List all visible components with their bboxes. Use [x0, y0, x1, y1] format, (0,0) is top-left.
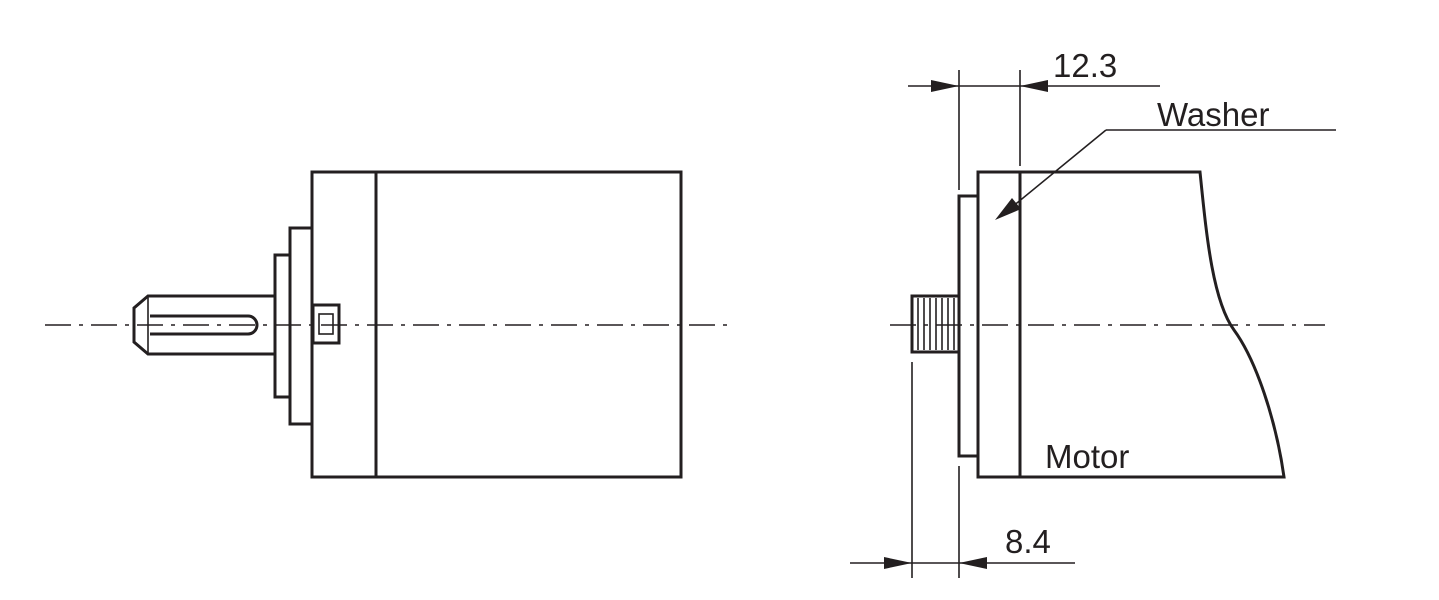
- right-pinion: [910, 294, 961, 354]
- washer-leader-arrow: [995, 198, 1021, 220]
- motor-label: Motor: [1045, 438, 1129, 475]
- left-view: [45, 170, 732, 479]
- bottom-dimension-label: 8.4: [1005, 523, 1051, 560]
- washer-leader-diagonal: [1011, 129, 1107, 208]
- bottom-dimension-arrow-right: [959, 557, 987, 569]
- right-flange-plate: [957, 194, 980, 458]
- washer-label: Washer: [1157, 96, 1269, 133]
- left-flange-outer: [288, 226, 314, 426]
- left-flange-inner: [273, 253, 292, 399]
- left-shaft-keyway: [150, 314, 259, 336]
- bottom-dimension-arrow-left: [884, 557, 912, 569]
- left-shaft: [132, 294, 275, 356]
- top-dimension-arrow-right: [1020, 80, 1048, 92]
- top-dimension-arrow-left: [931, 80, 959, 92]
- right-view: 12.3 Washer Motor 8.4: [850, 47, 1336, 578]
- right-motor-body: [976, 170, 1286, 479]
- left-connector-detail: [318, 313, 334, 335]
- top-dimension-label: 12.3: [1053, 47, 1117, 84]
- left-connector: [311, 303, 341, 345]
